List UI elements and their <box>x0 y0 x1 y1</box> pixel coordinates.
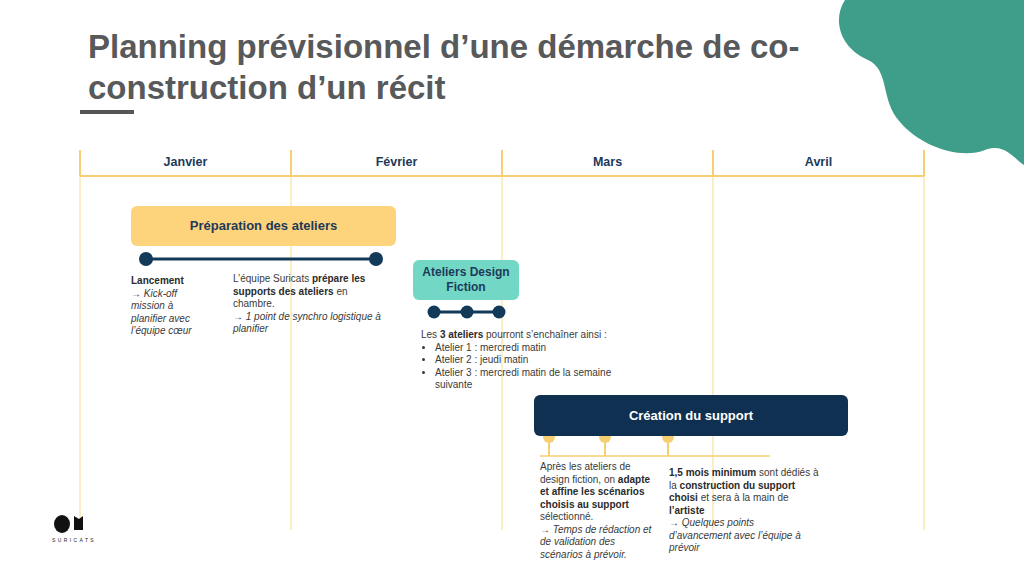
annotation-paragraph: → 1 point de synchro logistique à planif… <box>233 311 383 336</box>
emphasis-text: l’artiste <box>669 505 705 516</box>
note-text: → Kick-off mission à planifier avec l’éq… <box>131 288 192 337</box>
body-text: pourront s’enchaîner ainsi : <box>486 329 607 340</box>
annotation-paragraph: → Quelques points d’avancement avec l’éq… <box>669 517 819 555</box>
workshop-track <box>428 306 506 319</box>
annotation-paragraph: Lancement <box>131 275 203 288</box>
phase-box: Création du support <box>534 395 848 436</box>
node-text: Ateliers Design Fiction <box>421 265 511 295</box>
note-text: → Temps de rédaction et de validation de… <box>540 524 651 560</box>
node-text: Création du support <box>629 408 753 424</box>
note-text: → 1 point de synchro logistique à planif… <box>233 311 381 335</box>
bullet-item: Atelier 2 : jeudi matin <box>435 354 641 367</box>
logo-mark <box>54 515 83 533</box>
month-label: Janvier <box>80 155 291 169</box>
title-underline <box>80 110 134 114</box>
annotation: 1,5 mois minimum sont dédiés à la constr… <box>669 467 819 555</box>
month-label: Avril <box>713 155 924 169</box>
bullet-item: Atelier 3 : mercredi matin de la semaine… <box>435 367 641 392</box>
annotation-paragraph: Après les ateliers de design fiction, on… <box>540 461 656 524</box>
bullet-list: Atelier 1 : mercredi matinAtelier 2 : je… <box>421 342 641 392</box>
annotation: Après les ateliers de design fiction, on… <box>540 461 656 561</box>
node-text: Préparation des ateliers <box>190 218 337 234</box>
phase-box: Préparation des ateliers <box>131 206 396 246</box>
prep-track <box>139 252 383 266</box>
body-text: Atelier 2 : jeudi matin <box>435 354 528 365</box>
body-text: et sera à la main de <box>701 492 789 503</box>
month-gridlines <box>80 176 924 530</box>
slide-title: Planning prévisionnel d’une démarche de … <box>88 26 848 108</box>
logo-text: SURICATS <box>52 537 96 543</box>
note-text: → Quelques points d’avancement avec l’éq… <box>669 517 801 553</box>
corner-blob <box>839 0 1024 165</box>
annotation-paragraph: L’équipe Suricats prépare les supports d… <box>233 273 383 311</box>
body-text: Atelier 3 : mercredi matin de la semaine… <box>435 367 611 391</box>
body-text: L’équipe Suricats <box>233 273 309 284</box>
bullet-item: Atelier 1 : mercredi matin <box>435 342 641 355</box>
annotation: Lancement → Kick-off mission à planifier … <box>131 275 203 338</box>
annotation-paragraph: Les 3 ateliers pourront s’enchaîner ains… <box>421 329 641 342</box>
annotation-paragraph: 1,5 mois minimum sont dédiés à la constr… <box>669 467 819 517</box>
annotation: Les 3 ateliers pourront s’enchaîner ains… <box>421 329 641 392</box>
workshop-box: Ateliers Design Fiction <box>413 260 519 300</box>
emphasis-text: 3 ateliers <box>440 329 483 340</box>
body-text: Les <box>421 329 437 340</box>
month-label: Mars <box>502 155 713 169</box>
emphasis-text: 1,5 mois minimum <box>669 467 756 478</box>
annotation-paragraph: → Kick-off mission à planifier avec l’éq… <box>131 288 203 338</box>
timeline-header <box>80 150 924 176</box>
annotation-paragraph: → Temps de rédaction et de validation de… <box>540 524 656 562</box>
body-text: sélectionné. <box>540 511 593 522</box>
emphasis-text: Lancement <box>131 275 184 286</box>
annotation: L’équipe Suricats prépare les supports d… <box>233 273 383 336</box>
body-text: Après les ateliers de design fiction, on <box>540 461 631 485</box>
body-text: Atelier 1 : mercredi matin <box>435 342 546 353</box>
month-label: Février <box>291 155 502 169</box>
